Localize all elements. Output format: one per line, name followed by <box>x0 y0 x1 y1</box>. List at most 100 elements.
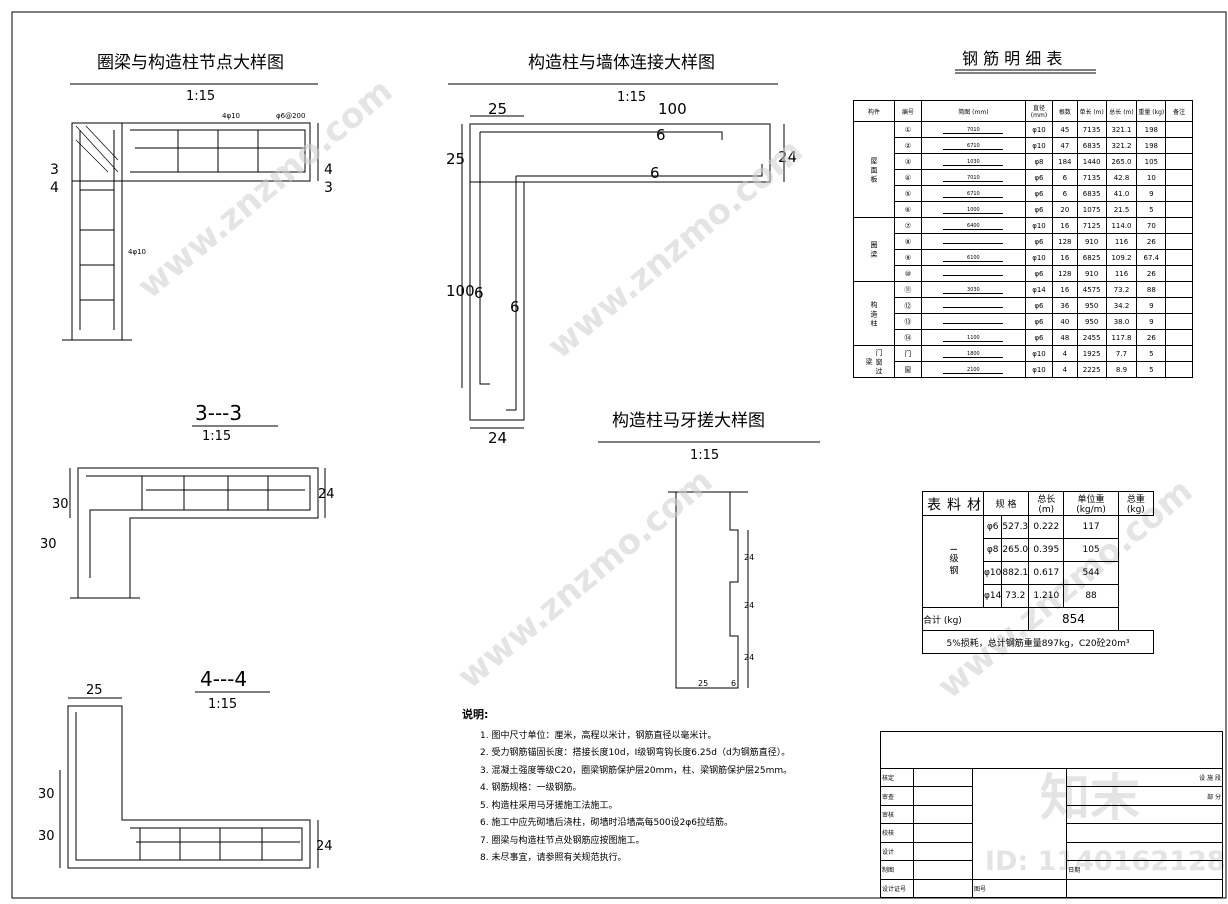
note-item-1: 1. 图中尺寸单位：厘米，高程以米计，钢筋直径以毫米计。 <box>480 730 717 741</box>
rebar-len: 7135 <box>1076 121 1107 138</box>
rebar-weight: 5 <box>1136 361 1167 378</box>
sec44-scale: 1:15 <box>208 697 237 712</box>
mt-spec: φ8 <box>982 538 1003 562</box>
mt-len: 73.2 <box>1001 584 1030 608</box>
rebar-shape: 7010 <box>920 121 1027 138</box>
s44-dim-24: 24 <box>316 839 333 854</box>
rebar-shape-sketch: 3030 <box>943 287 1004 294</box>
notes-title: 说明: <box>462 708 489 721</box>
rb-label-3-right: 3 <box>324 180 333 196</box>
rebar-count: 16 <box>1051 217 1078 234</box>
rebar-no: ⑦ <box>894 217 922 234</box>
rebar-shape-sketch: 6100 <box>943 255 1004 262</box>
rt-h-remark: 备注 <box>1165 100 1193 122</box>
rebar-dia: φ10 <box>1025 345 1053 362</box>
rebar-dia: φ6 <box>1025 169 1053 186</box>
rebar-count: 16 <box>1051 249 1078 266</box>
watermark-site-1: www.znzmo.com <box>130 71 400 307</box>
tb-right-b: 部 分 <box>1066 786 1223 806</box>
rb-rebar-4phi10-b: 4φ10 <box>128 248 146 256</box>
rb-label-3-left: 3 <box>50 162 59 178</box>
rebar-weight: 198 <box>1136 121 1167 138</box>
s33-dim-30b: 30 <box>40 537 57 552</box>
rebar-remark <box>1165 169 1193 186</box>
rebar-len: 4575 <box>1076 281 1107 298</box>
rt-h-len: 单长 (m) <box>1076 100 1107 122</box>
mt-unit: 1.210 <box>1028 584 1065 608</box>
watermark-site-2: www.znzmo.com <box>540 131 810 367</box>
tb-drawing-no: 图号 <box>971 878 1068 899</box>
note-item-3: 3. 混凝土强度等级C20，圈梁钢筋保护层20mm，柱、梁钢筋保护层25mm。 <box>480 765 793 776</box>
rebar-total: 114.0 <box>1105 217 1138 234</box>
tb-row-2: 审核 <box>880 804 914 825</box>
mt-total-label: 合计 (kg) <box>921 607 1030 631</box>
mt-spec: φ6 <box>982 515 1003 539</box>
rebar-shape-sketch: 7010 <box>943 127 1004 134</box>
wall-conn-title: 构造柱与墙体连接大样图 <box>528 53 715 73</box>
rt-h-part: 构件 <box>853 100 895 122</box>
tb-row-3: 校核 <box>880 823 914 843</box>
conn-dim-24-right: 24 <box>778 148 797 166</box>
rebar-count: 6 <box>1051 169 1078 186</box>
rebar-shape-sketch <box>943 274 1004 276</box>
rebar-remark <box>1165 329 1193 346</box>
rebar-len: 2225 <box>1076 361 1107 378</box>
rt-h-count: 根数 <box>1051 100 1078 122</box>
rebar-total: 41.0 <box>1105 185 1138 202</box>
rebar-shape-sketch: 6400 <box>943 223 1004 230</box>
rebar-weight: 5 <box>1136 201 1167 218</box>
rebar-count: 128 <box>1051 265 1078 282</box>
rebar-shape <box>920 233 1027 250</box>
rebar-total: 7.7 <box>1105 345 1138 362</box>
rebar-no: ② <box>894 137 922 154</box>
rebar-len: 7125 <box>1076 217 1107 234</box>
rebar-shape-sketch: 6710 <box>943 143 1004 150</box>
rebar-total: 109.2 <box>1105 249 1138 266</box>
mt-h-unit: 单位重 (kg/m) <box>1063 491 1119 516</box>
conn-dim-6b: 6 <box>650 164 660 182</box>
note-item-6: 6. 施工中应先砌墙后浇柱，砌墙时沿墙高每500设2φ6拉结筋。 <box>480 818 734 828</box>
rebar-count: 6 <box>1051 185 1078 202</box>
rebar-no: ① <box>894 121 922 138</box>
rebar-weight: 105 <box>1136 153 1167 170</box>
rebar-shape-sketch: 1000 <box>943 207 1004 214</box>
rebar-len: 1075 <box>1076 201 1107 218</box>
rebar-weight: 10 <box>1136 169 1167 186</box>
note-item-2: 2. 受力钢筋锚固长度：搭接长度10d，I级钢弯钩长度6.25d（d为钢筋直径）… <box>480 748 791 758</box>
rebar-count: 48 <box>1051 329 1078 346</box>
rebar-no: ⑬ <box>894 313 922 330</box>
mt-total-row: 合计 (kg) 854 <box>921 607 1154 631</box>
rebar-dia: φ6 <box>1025 265 1053 282</box>
rebar-remark <box>1165 153 1193 170</box>
note-item-4: 4. 钢筋规格：一级钢筋。 <box>480 783 582 793</box>
rebar-remark <box>1165 313 1193 330</box>
conn-dim-25-left: 25 <box>446 150 465 168</box>
rebar-len: 910 <box>1076 265 1107 282</box>
rebar-weight: 9 <box>1136 185 1167 202</box>
rebar-shape <box>920 313 1027 330</box>
tb-row-6: 设计证号 <box>880 878 914 899</box>
wall-connection-drawing <box>461 115 785 429</box>
rebar-no: ⑫ <box>894 297 922 314</box>
mt-unit: 0.395 <box>1028 538 1065 562</box>
rebar-weight: 67.4 <box>1136 249 1167 266</box>
title-block: 核定 设 施 段 审查 部 分 审核 校核 设计 制图 日期 设计证号 图号 <box>880 731 1223 899</box>
conn-dim-24-bottom: 24 <box>488 429 507 447</box>
rebar-dia: φ10 <box>1025 249 1053 266</box>
rebar-dia: φ6 <box>1025 329 1053 346</box>
sec33-scale: 1:15 <box>202 429 231 444</box>
rt-h-total: 总长 (m) <box>1105 100 1138 122</box>
rebar-weight: 198 <box>1136 137 1167 154</box>
section-3-3-drawing <box>69 467 326 599</box>
